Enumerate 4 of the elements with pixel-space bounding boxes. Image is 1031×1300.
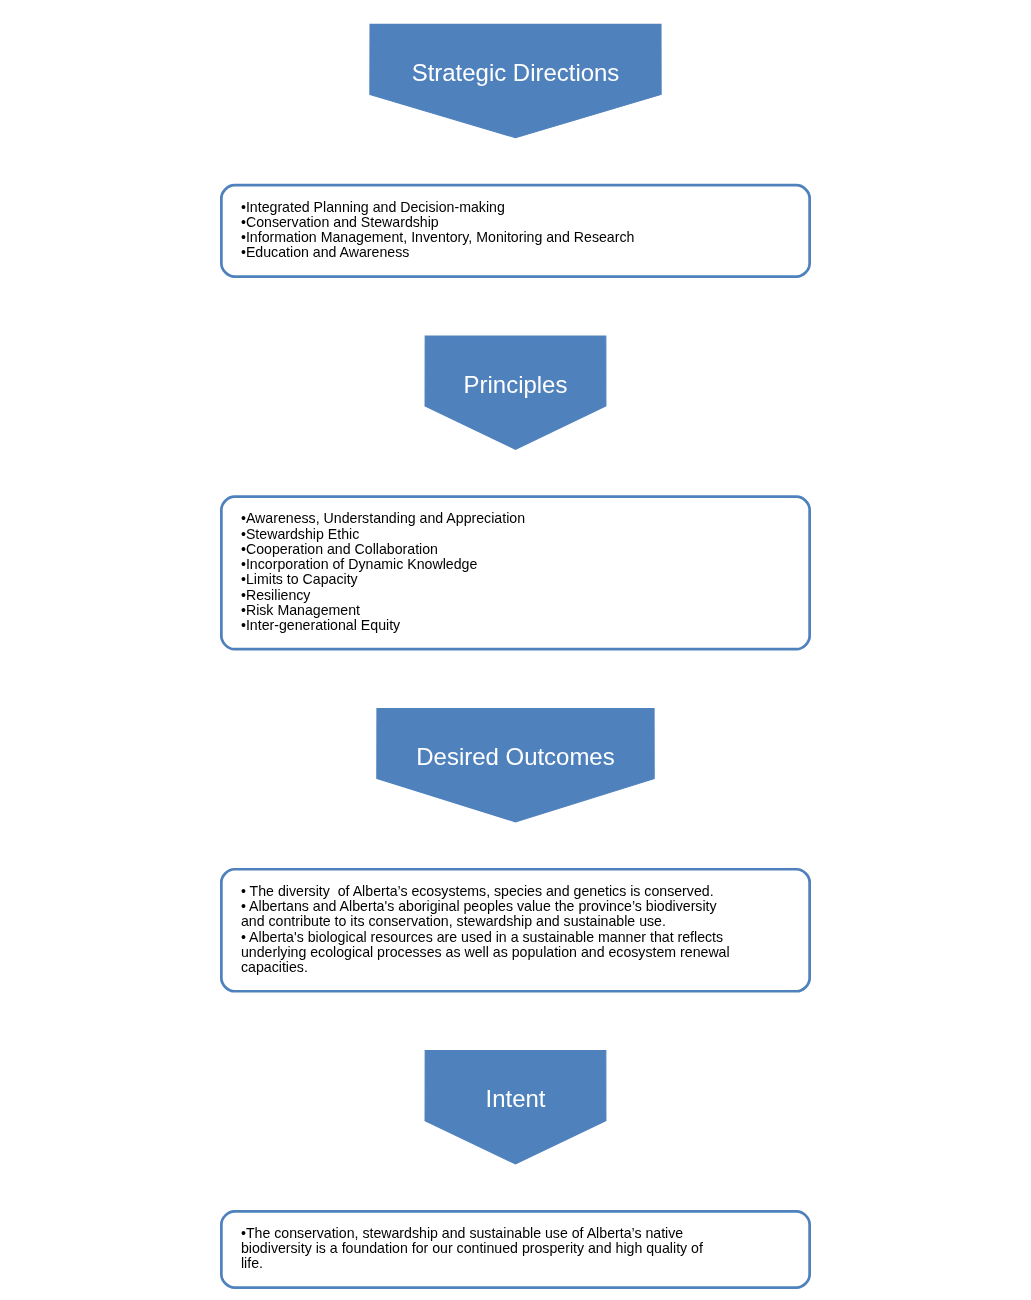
- node-box: •The conservation, stewardship and sustainable use of Alberta’s native biodiversity is a foundation for our continued prosperity and high quality of life.: [220, 1209, 811, 1289]
- node-box: •Integrated Planning and Decision-making •Conservation and Stewardship •Information Management, Inventory, Monitoring and Research •Education and Awareness: [220, 183, 811, 278]
- node-box: •Awareness, Understanding and Appreciation •Stewardship Ethic •Cooperation and Collaboration •Incorporation of Dynamic Knowledge •Limits to Capacity •Resiliency •Risk Management •Inter-generational Equity: [220, 495, 811, 651]
- node-box: • The diversity of Alberta’s ecosystems, species and genetics is conserved. • Albertans and Alberta's aboriginal peoples value the province’s biodiversity and contribute to its conservation, stewardship and sustainable use. • Alberta's biological resources are used in a sustainable manner that reflects underlying ecological processes as well as population and ecosystem renewal capacities.: [220, 867, 811, 993]
